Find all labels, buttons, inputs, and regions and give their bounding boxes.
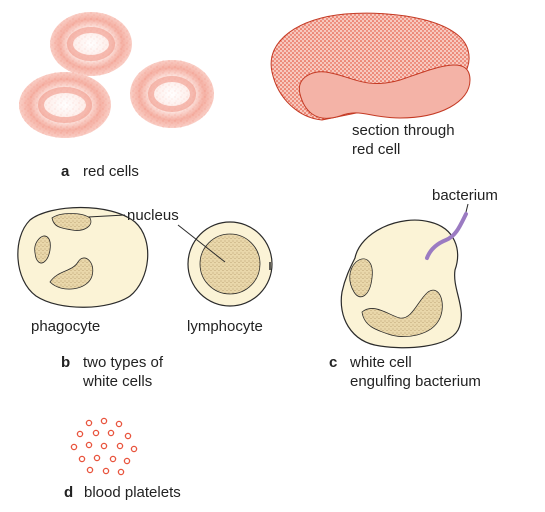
platelet: [115, 420, 123, 428]
section-label-line1: section through: [352, 122, 455, 139]
nucleus-pointer-phagocyte: [87, 214, 126, 218]
platelet: [100, 417, 108, 425]
panel-b: nucleus phagocyte lymphocyte b two types…: [17, 207, 273, 390]
platelet: [100, 442, 108, 450]
panel-a-letter: a: [61, 163, 70, 180]
panel-c-caption-line1: white cell: [349, 354, 412, 371]
panel-a-caption: red cells: [83, 163, 139, 180]
section-label-line2: red cell: [352, 141, 400, 158]
panel-c-letter: c: [329, 354, 337, 371]
lymphocyte-cell: [187, 221, 273, 307]
platelet: [86, 466, 94, 474]
panel-b-caption-line2: white cells: [82, 373, 152, 390]
panel-d-caption: blood platelets: [84, 484, 181, 501]
platelet: [109, 455, 117, 463]
platelet: [130, 445, 138, 453]
panel-d: d blood platelets: [64, 417, 181, 501]
red-cell-3: [130, 60, 214, 128]
red-cell-2: [19, 72, 111, 138]
platelet: [102, 467, 110, 475]
panel-a: section through red cell a red cells: [19, 12, 471, 180]
red-cell-section: [270, 12, 471, 121]
platelets-cluster: [70, 417, 138, 476]
platelet: [117, 468, 125, 476]
platelet: [78, 455, 86, 463]
lymphocyte-label: lymphocyte: [187, 318, 263, 335]
panel-d-letter: d: [64, 484, 73, 501]
bacterium-pointer: [465, 203, 469, 213]
platelet: [116, 442, 124, 450]
panel-c-caption-line2: engulfing bacterium: [350, 373, 481, 390]
bacterium: [425, 212, 468, 260]
platelet: [123, 457, 131, 465]
platelet: [92, 429, 100, 437]
nucleus-label: nucleus: [127, 207, 179, 224]
platelet: [107, 429, 115, 437]
red-cell-1: [50, 12, 132, 76]
platelet: [85, 441, 93, 449]
bacterium-label: bacterium: [432, 187, 498, 204]
panel-b-letter: b: [61, 354, 70, 371]
platelet: [70, 443, 78, 451]
platelet: [93, 454, 101, 462]
phagocyte-cell: [17, 207, 149, 308]
platelet: [85, 419, 93, 427]
panel-b-caption-line1: two types of: [83, 354, 164, 371]
platelet: [124, 432, 132, 440]
nucleus-pointer-lymphocyte: [177, 224, 226, 263]
panel-c: bacterium c white cell engulfing bacteri…: [329, 187, 498, 390]
phagocyte-label: phagocyte: [31, 318, 100, 335]
platelet: [76, 430, 84, 438]
